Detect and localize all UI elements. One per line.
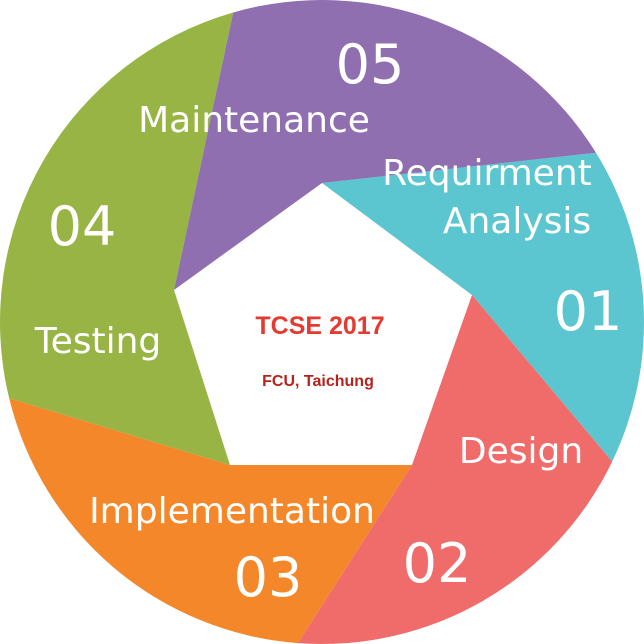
center-title: TCSE 2017 bbox=[255, 312, 384, 340]
center-subtitle: FCU, Taichung bbox=[262, 373, 374, 390]
phase-02-number: 02 bbox=[403, 532, 472, 595]
phase-segment-03 bbox=[9, 398, 412, 644]
phase-01-label: Requirment bbox=[382, 153, 592, 194]
phase-04-number: 04 bbox=[48, 195, 117, 258]
phase-03-number: 03 bbox=[234, 546, 303, 609]
phase-01-number: 01 bbox=[554, 280, 623, 343]
phase-02-label: Design bbox=[459, 431, 583, 472]
phase-segment-02 bbox=[297, 295, 613, 644]
phase-01-label: Analysis bbox=[443, 201, 591, 242]
phase-segment-04 bbox=[0, 12, 234, 465]
phase-segment-01 bbox=[322, 152, 644, 462]
phase-05-number: 05 bbox=[336, 33, 405, 96]
phase-03-label: Implementation bbox=[89, 491, 375, 532]
phase-segment-05 bbox=[174, 0, 596, 290]
phase-04-label: Testing bbox=[34, 321, 162, 362]
phase-05-label: Maintenance bbox=[138, 100, 370, 141]
